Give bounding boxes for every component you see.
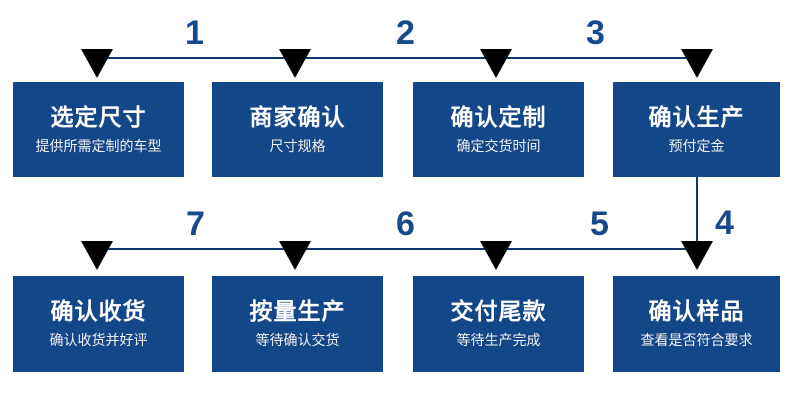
step-number-3: 3 — [586, 14, 605, 52]
process-box-title: 确认收货 — [50, 298, 147, 325]
wrap-connector-line — [696, 177, 698, 249]
process-box-confirm-customization[interactable]: 确认定制 确定交货时间 — [413, 82, 584, 177]
process-box-merchant-confirm[interactable]: 商家确认 尺寸规格 — [212, 82, 383, 177]
step-number-7: 7 — [186, 205, 205, 243]
process-box-subtitle: 查看是否符合要求 — [640, 332, 753, 349]
arrow-down-top-1 — [81, 49, 113, 78]
step-number-1: 1 — [185, 14, 204, 52]
process-box-title: 确认样品 — [648, 298, 745, 325]
arrow-down-top-4 — [681, 49, 713, 78]
process-box-final-payment[interactable]: 交付尾款 等待生产完成 — [413, 276, 584, 372]
process-box-title: 交付尾款 — [450, 298, 547, 325]
top-connector-line — [96, 57, 700, 59]
arrow-down-top-3 — [480, 49, 512, 78]
process-box-title: 按量生产 — [249, 298, 346, 325]
step-number-5: 5 — [590, 205, 609, 243]
step-number-4-wrap: 4 — [715, 204, 734, 242]
process-box-select-size[interactable]: 选定尺寸 提供所需定制的车型 — [13, 82, 184, 177]
process-box-title: 确认定制 — [450, 103, 547, 130]
process-box-title: 选定尺寸 — [50, 103, 147, 130]
process-box-subtitle: 等待生产完成 — [456, 332, 541, 349]
process-box-subtitle: 提供所需定制的车型 — [35, 137, 162, 154]
process-box-confirm-receipt[interactable]: 确认收货 确认收货并好评 — [13, 276, 184, 372]
process-box-subtitle: 尺寸规格 — [269, 137, 326, 154]
process-box-title: 确认生产 — [648, 103, 745, 130]
step-number-6: 6 — [396, 205, 415, 243]
process-box-title: 商家确认 — [249, 103, 346, 130]
arrow-down-top-2 — [279, 49, 311, 78]
process-box-subtitle: 预付定金 — [668, 137, 725, 154]
process-box-confirm-sample[interactable]: 确认样品 查看是否符合要求 — [613, 276, 780, 372]
bottom-connector-line — [96, 248, 700, 250]
arrow-down-bottom-4 — [681, 241, 713, 270]
step-number-2: 2 — [396, 14, 415, 52]
arrow-down-bottom-7 — [81, 241, 113, 270]
process-box-subtitle: 等待确认交货 — [255, 332, 340, 349]
process-box-bulk-production[interactable]: 按量生产 等待确认交货 — [212, 276, 383, 372]
arrow-down-bottom-5 — [480, 241, 512, 270]
process-box-subtitle: 确认收货并好评 — [49, 332, 148, 349]
arrow-down-bottom-6 — [279, 241, 311, 270]
process-box-confirm-production[interactable]: 确认生产 预付定金 — [613, 82, 780, 177]
process-box-subtitle: 确定交货时间 — [456, 137, 541, 154]
